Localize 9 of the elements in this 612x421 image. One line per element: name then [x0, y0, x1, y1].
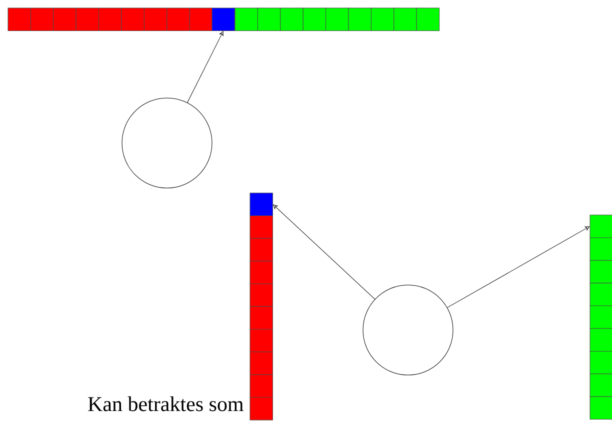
array-cell: [212, 8, 235, 31]
circle: [362, 284, 454, 376]
arrow: [187, 31, 224, 103]
arrow: [447, 226, 590, 308]
array-cell: [250, 192, 273, 216]
circle: [122, 98, 212, 188]
caption-text: Kan betraktes som: [88, 396, 244, 412]
arrow: [273, 204, 376, 300]
array-cell: [590, 214, 612, 238]
